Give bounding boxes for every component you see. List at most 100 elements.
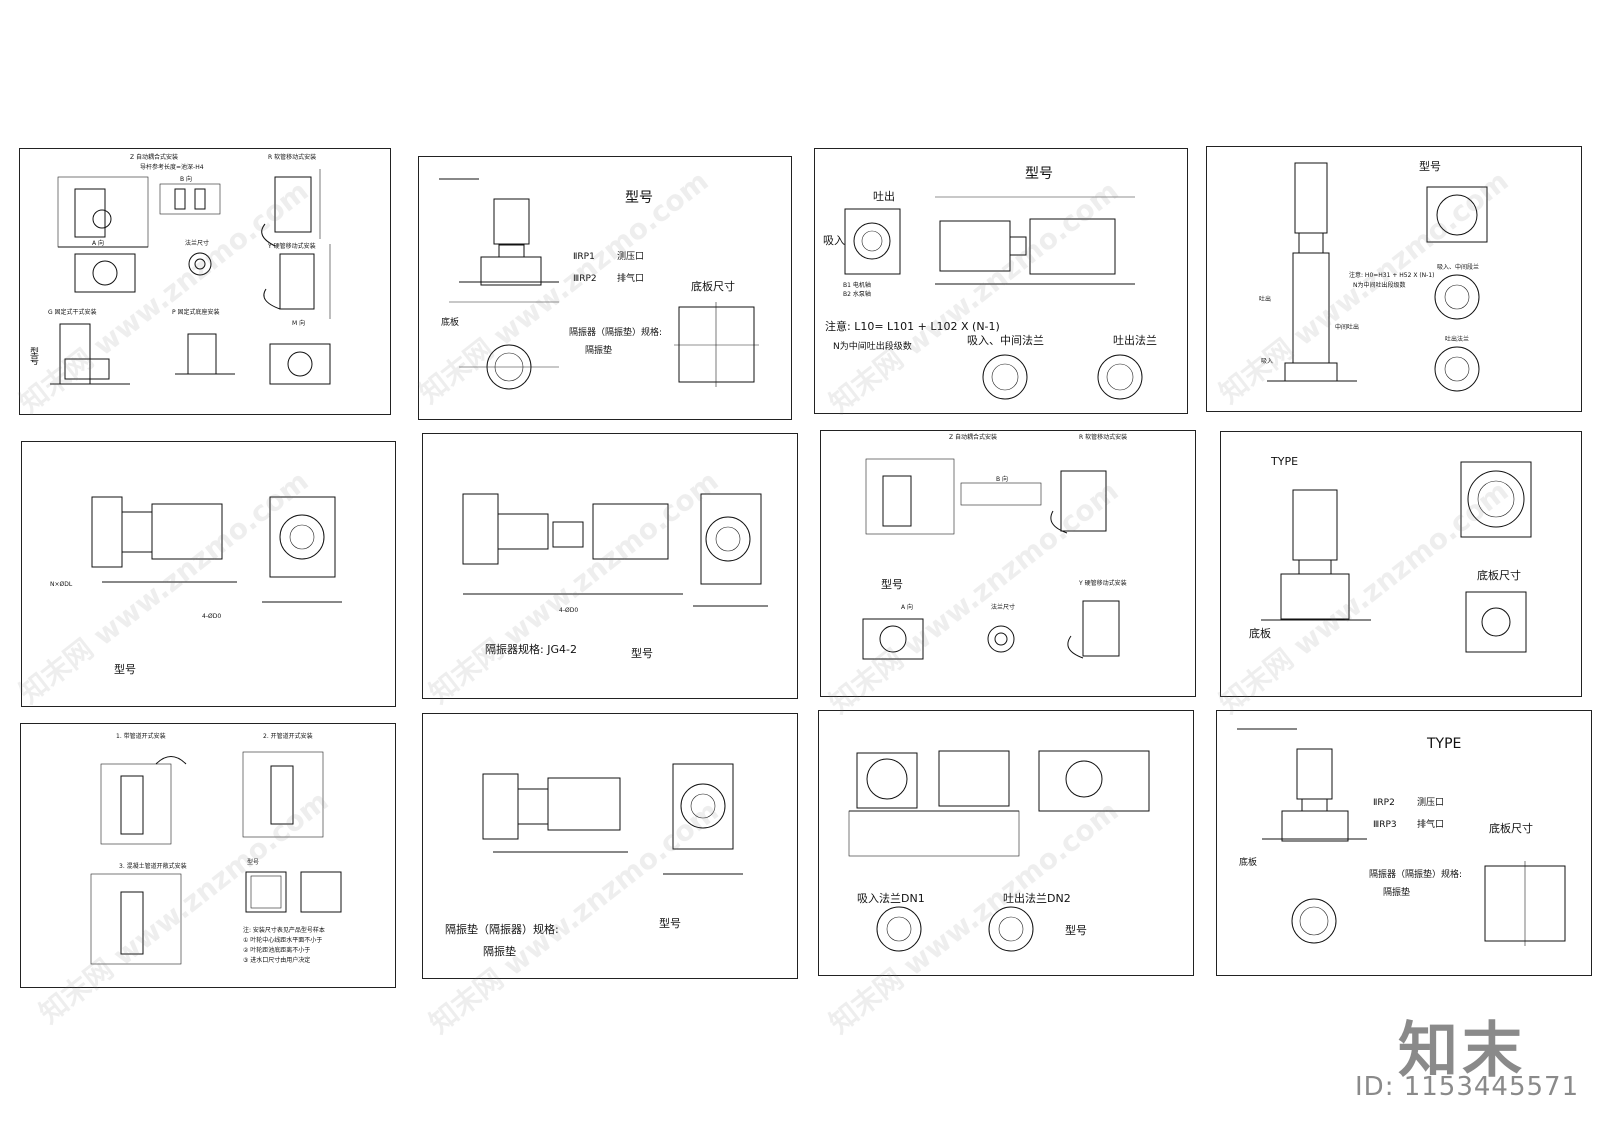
s7-y-title: Y 硬管移动式安装	[1079, 580, 1127, 587]
s3-note2: N为中间吐出段级数	[833, 342, 912, 352]
s11-flange-out: 吐出法兰DN2	[1003, 892, 1071, 905]
s1-z-title: Z 自动耦合式安装	[130, 154, 179, 161]
s4-outlet: 吐出	[1259, 296, 1272, 303]
s4-note: 注意: H0=H31 + H52 X (N-1)	[1349, 272, 1435, 279]
drawing-sheet-submersible-install: Z 自动耦合式安装 R 软管移动式安装 导杆参考长度=池深-H4 B 向 A 向…	[19, 148, 391, 415]
s11-flange-in: 吸入法兰DN1	[857, 892, 925, 905]
s1-a-view: A 向	[92, 240, 105, 247]
s9-t2: 2. 开管道开式安装	[263, 733, 313, 740]
s1-model: 型号	[28, 347, 38, 365]
drawing-sheet-submersible-install-b: Z 自动耦合式安装 R 软管移动式安装 B 向 型号 A 向 法兰尺寸 Y 硬管…	[820, 430, 1196, 697]
s1-g-title: G 固定式干式安装	[48, 309, 97, 316]
drawing-sheet-horizontal-pump-a: 型号 N×ØDL 4-ØD0	[21, 441, 396, 707]
s7-a-view: A 向	[901, 604, 914, 611]
drawing-sheet-horizontal-pump-c: 隔振垫（隔振器）规格: 型号 隔振垫	[422, 713, 798, 979]
drawing-sheet-axial-install: 1. 带管道开式安装 2. 开管道开式安装 3. 混凝土管道开敞式安装 型号 注…	[20, 723, 396, 988]
s6-holes: 4-ØD0	[559, 607, 579, 614]
s7-model: 型号	[881, 578, 903, 591]
s2-isolator-pad: 隔振垫	[585, 346, 613, 356]
s2-bottom-plate: 底板	[441, 318, 460, 328]
s2-rp2: ⅢRP2	[573, 274, 597, 284]
s12-bottom-plate: 底板	[1239, 858, 1258, 868]
s4-inlet: 吸入	[1261, 358, 1274, 365]
id-label: ID: 1153445571	[1355, 1072, 1580, 1102]
s3-model: 型号	[1025, 166, 1053, 182]
s6-isolator: 隔振器规格: JG4-2	[485, 643, 577, 656]
sheet4-linework	[1267, 162, 1488, 392]
s10-isolator: 隔振垫（隔振器）规格:	[445, 923, 559, 936]
s4-outlet-flange: 吐出法兰	[1445, 336, 1470, 343]
s1-note-small: 导杆参考长度=池深-H4	[140, 164, 204, 171]
s10-model: 型号	[659, 917, 681, 930]
s12-rp3: ⅢRP3	[1373, 820, 1397, 830]
s4-mid-outlet: 中间吐出	[1335, 324, 1360, 331]
s2-rp1: ⅡRP1	[573, 252, 595, 262]
s12-rp2: ⅡRP2	[1373, 798, 1395, 808]
s1-m-view: M 向	[292, 320, 306, 327]
sheet12-linework	[1237, 728, 1566, 946]
sheet11-linework	[848, 750, 1150, 952]
drawing-sheet-vertical-pump-type: TYPE 底板尺寸 底板	[1220, 431, 1582, 697]
s1-y-title: Y 硬管移动式安装	[268, 243, 316, 250]
drawing-sheet-multistage-pump: 型号 吐出 吸入 B1 电机轴 B2 水泵轴 注意: L10= L101 + L…	[814, 148, 1188, 414]
s5-nxdl: N×ØDL	[50, 581, 73, 588]
drawing-sheet-vertical-pipeline-pump-type: TYPE ⅡRP2 测压口 ⅢRP3 排气口 底板尺寸 隔振器（隔振垫）规格: …	[1216, 710, 1592, 976]
s4-inlet-mid: 吸入、中间段兰	[1437, 264, 1480, 271]
s3-b1: B1 电机轴	[843, 282, 871, 289]
s9-model: 型号	[247, 859, 260, 866]
brand-logo: 知末	[1398, 1016, 1526, 1086]
s10-pad: 隔振垫	[483, 945, 516, 958]
s4-model: 型号	[1419, 160, 1441, 173]
s2-model: 型号	[625, 190, 653, 206]
sheet2-linework	[439, 178, 759, 390]
drawing-sheet-split-case-pump: 吸入法兰DN1 吐出法兰DN2 型号	[818, 710, 1194, 976]
sheet10-linework	[482, 763, 743, 875]
s12-rp2-desc: 测压口	[1417, 798, 1445, 808]
s5-model: 型号	[114, 663, 136, 676]
s4-note2: N为中间吐出段级数	[1353, 282, 1406, 289]
s12-isolator: 隔振器（隔振垫）规格:	[1369, 870, 1463, 880]
sheet6-linework	[462, 493, 768, 607]
drawing-sheet-horizontal-pump-b: 隔振器规格: JG4-2 型号 4-ØD0	[422, 433, 798, 699]
s1-r-title: R 软管移动式安装	[268, 154, 317, 161]
drawing-sheet-vertical-pipeline-pump: 型号 ⅡRP1 测压口 ⅢRP2 排气口 底板尺寸 隔振器（隔振垫）规格: 隔振…	[418, 156, 792, 420]
s8-base-size: 底板尺寸	[1477, 569, 1521, 582]
s9-t3: 3. 混凝土管道开敞式安装	[119, 863, 187, 870]
s8-bottom-plate: 底板	[1249, 627, 1271, 640]
s9-n2: ① 叶轮中心线距水平面不小于	[243, 937, 323, 944]
s12-rp3-desc: 排气口	[1417, 820, 1445, 830]
s7-r-title: R 软管移动式安装	[1079, 434, 1128, 441]
s9-n1: 注: 安装尺寸表见产品型号样本	[243, 927, 325, 934]
s2-rp2-desc: 排气口	[617, 274, 645, 284]
s1-b-view: B 向	[180, 176, 193, 183]
sheet1-linework	[50, 169, 331, 385]
s1-flange-size: 法兰尺寸	[185, 240, 210, 247]
s2-base-size: 底板尺寸	[691, 280, 735, 293]
s2-rp1-desc: 测压口	[617, 252, 645, 262]
s3-b2: B2 水泵轴	[843, 291, 871, 298]
s9-n4: ③ 进水口尺寸由用户决定	[243, 957, 311, 964]
s3-inlet: 吸入	[823, 234, 845, 247]
s8-type: TYPE	[1271, 455, 1299, 468]
s6-model: 型号	[631, 647, 653, 660]
s12-type: TYPE	[1427, 736, 1462, 752]
s1-p-title: P 固定式底座安装	[172, 309, 220, 316]
s7-flange-size: 法兰尺寸	[991, 604, 1016, 611]
s5-holes: 4-ØD0	[202, 613, 222, 620]
sheet3-linework	[844, 196, 1143, 400]
sheet9-linework	[90, 751, 342, 965]
sheet7-linework	[862, 458, 1120, 660]
sheet8-linework	[1261, 461, 1532, 653]
s2-isolator: 隔振器（隔振垫）规格:	[569, 328, 663, 338]
s3-flange-in: 吸入、中间法兰	[967, 334, 1044, 347]
s3-note: 注意: L10= L101 + L102 X (N-1)	[825, 320, 1000, 333]
drawing-sheet-vertical-multistage: 型号 注意: H0=H31 + H52 X (N-1) N为中间吐出段级数 吸入…	[1206, 146, 1582, 412]
s11-model: 型号	[1065, 924, 1087, 937]
s3-flange-out: 吐出法兰	[1113, 334, 1157, 347]
s7-z-title: Z 自动耦合式安装	[949, 434, 998, 441]
s12-base-size: 底板尺寸	[1489, 822, 1533, 835]
s12-pad: 隔振垫	[1383, 888, 1411, 898]
s9-n3: ② 叶轮距池底距离不小于	[243, 947, 311, 954]
s3-outlet: 吐出	[873, 190, 895, 203]
s9-t1: 1. 带管道开式安装	[116, 733, 166, 740]
